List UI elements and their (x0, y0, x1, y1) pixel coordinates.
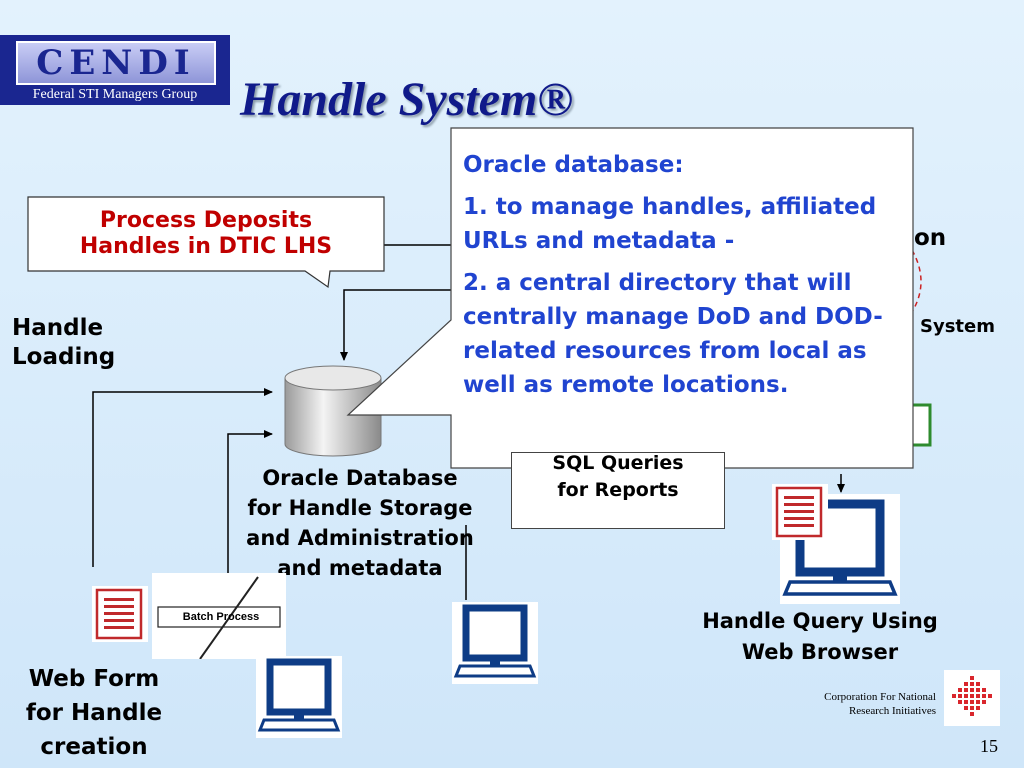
batch-process-label: Batch Process (182, 611, 260, 623)
popup-heading: Oracle database: (463, 152, 684, 178)
computer-monitor-icon (256, 656, 342, 738)
webform-connector (227, 430, 273, 590)
web-form-line-1: Web Form (28, 666, 160, 692)
cnri-credit: Corporation For National Research Initia… (760, 690, 936, 718)
logo-subtitle: Federal STI Managers Group (32, 87, 198, 102)
computer-monitor-icon (452, 602, 538, 684)
oracle-db-line-4: and metadata (277, 556, 443, 580)
logo-plate: CENDI (16, 41, 216, 85)
dashed-oval (911, 249, 922, 313)
callout-box-shape (27, 196, 385, 289)
oracle-db-line-3: and Administration (246, 526, 474, 550)
document-icon (772, 484, 828, 540)
web-form-label: Web Form for Handle creation (4, 662, 184, 764)
cnri-line-2: Research Initiatives (848, 705, 936, 717)
sql-line-1: SQL Queries (552, 452, 684, 474)
query-line-2: Web Browser (741, 640, 899, 664)
process-deposits-callout: Process Deposits Handles in DTIC LHS (28, 197, 384, 271)
oracle-database-popup: Oracle database: 1. to manage handles, a… (451, 128, 913, 468)
handle-query-label: Handle Query Using Web Browser (670, 606, 970, 668)
query-line-1: Handle Query Using (702, 609, 938, 633)
oracle-db-line-2: for Handle Storage (247, 496, 473, 520)
cnri-line-1: Corporation For National (824, 691, 936, 703)
page-number: 15 (980, 736, 998, 756)
oracle-db-line-1: Oracle Database (262, 466, 458, 490)
callout-line-1: Process Deposits (99, 208, 313, 233)
slide-title: Handle System® (240, 73, 574, 126)
deposit-connector (340, 289, 451, 361)
popup-item-2: 2. a central directory that will central… (463, 270, 883, 398)
cendi-logo: CENDI Federal STI Managers Group (0, 35, 230, 105)
oracle-database-label: Oracle Database for Handle Storage and A… (218, 463, 502, 583)
popup-box-shape (346, 127, 914, 469)
popup-item-1: 1. to manage handles, affiliated URLs an… (463, 194, 877, 254)
handle-loading-label: Handle Loading (12, 314, 115, 373)
database-cylinder-icon (284, 365, 382, 457)
handle-loading-line-2: Loading (12, 344, 116, 371)
partial-label-system: System (920, 316, 995, 337)
web-form-line-2: for Handle (25, 700, 163, 726)
sql-queries-box: SQL Queries for Reports (511, 452, 725, 529)
web-form-line-3: creation (40, 734, 148, 760)
callout-line-2: Handles in DTIC LHS (79, 233, 333, 259)
logo-wordmark: CENDI (36, 43, 196, 83)
partial-label-on: on (914, 225, 947, 251)
handle-loading-line-1: Handle (12, 315, 104, 341)
sql-line-2: for Reports (557, 479, 679, 501)
document-icon (92, 586, 148, 642)
cnri-logo-icon (944, 670, 1000, 726)
loading-connector (92, 388, 273, 567)
batch-process-icon (152, 573, 286, 659)
